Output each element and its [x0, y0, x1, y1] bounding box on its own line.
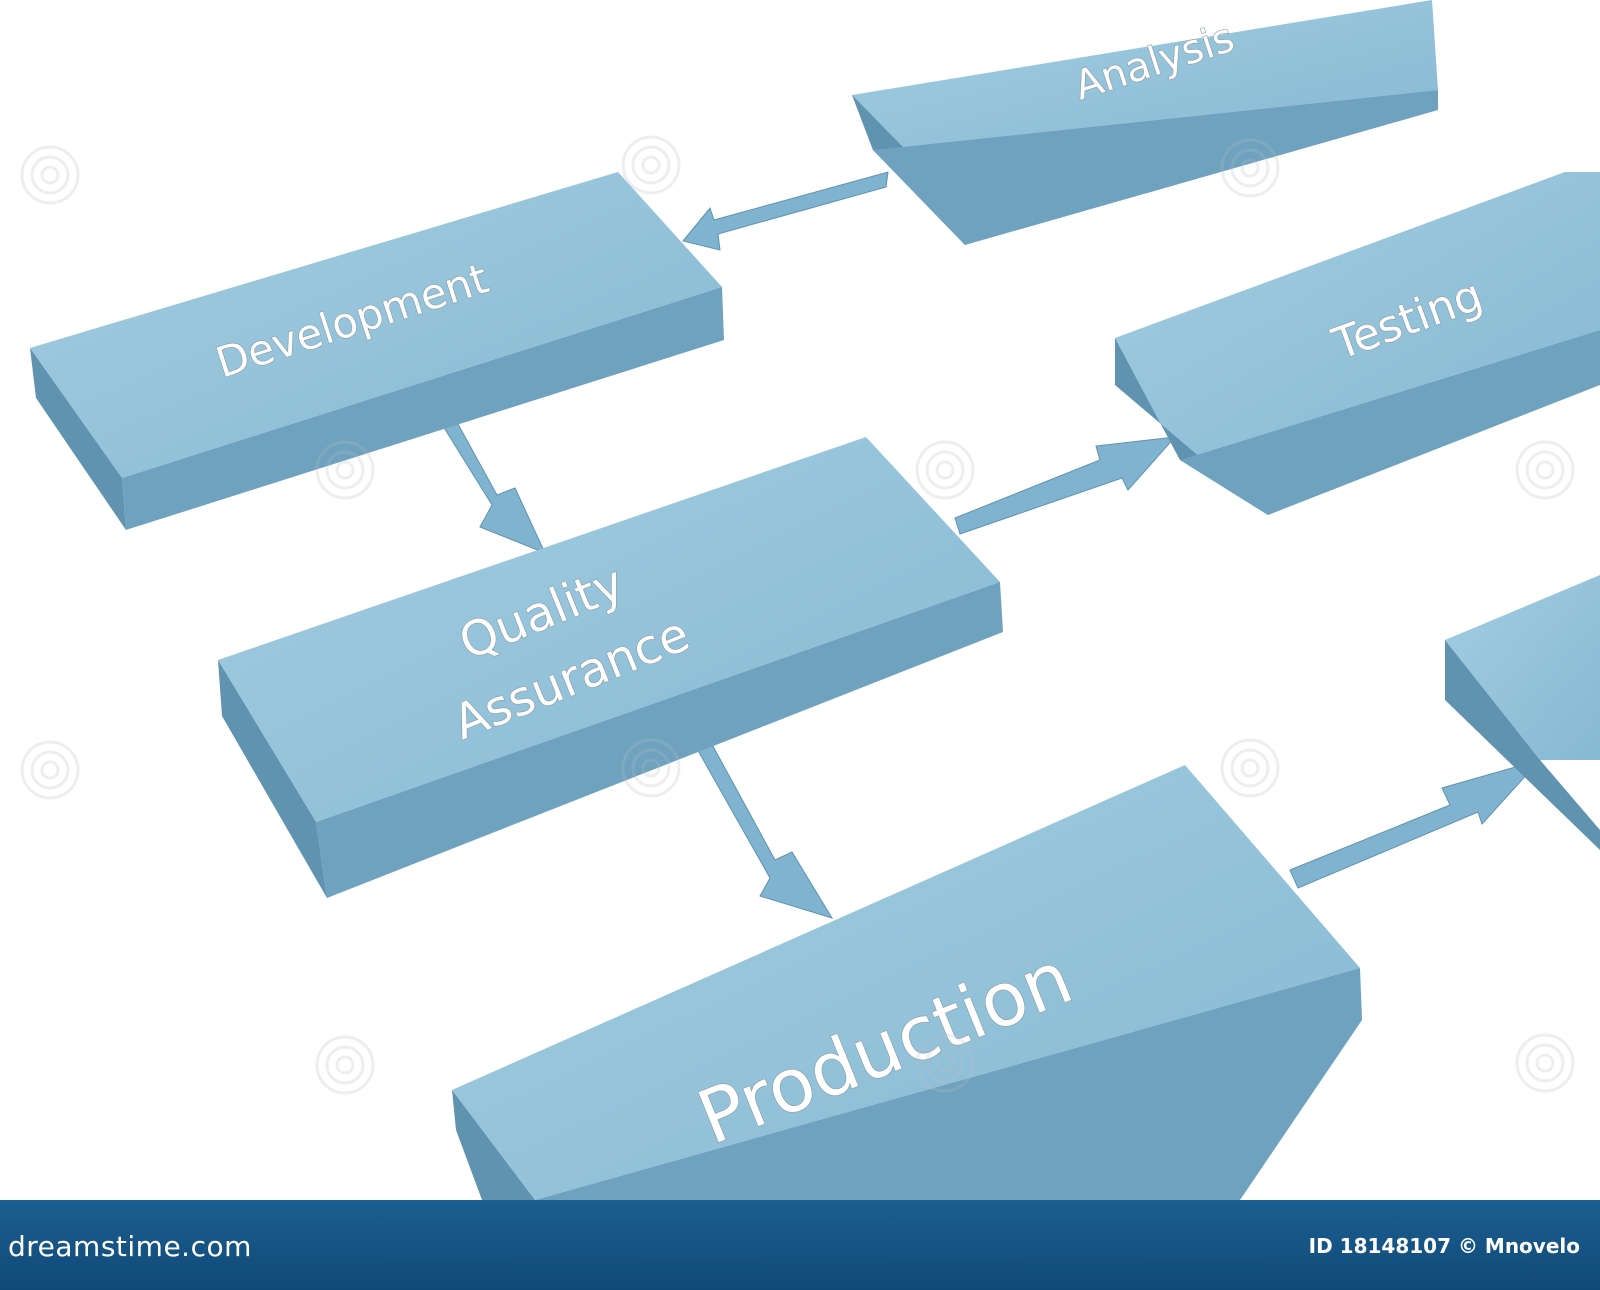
watermark-swirl-icon [1515, 1033, 1575, 1093]
box-offscreen-right [1445, 575, 1600, 850]
footer-bar: dreamstime.com ID 18148107 © Mnovelo [0, 1200, 1600, 1290]
box-testing: Testing [1115, 172, 1600, 515]
watermark-swirl-icon [1515, 440, 1575, 500]
footer-site-logo: dreamstime.com [8, 1230, 252, 1263]
watermark-swirl-icon [915, 1033, 975, 1093]
box-production: Production [452, 765, 1362, 1200]
box-analysis: Analysis [852, 0, 1438, 245]
watermark-swirl-icon [915, 440, 975, 500]
watermark-swirl-icon [315, 1035, 375, 1095]
footer-image-id: ID 18148107 © Mnovelo [1308, 1234, 1580, 1258]
arrow-production-to-offscreen [1289, 759, 1542, 889]
arrow-analysis-to-development [682, 171, 889, 251]
watermark-swirl-icon [1220, 738, 1280, 798]
arrow-qa-to-testing [954, 436, 1177, 535]
arrow-qa-to-production [684, 725, 834, 919]
watermark-swirl-icon [315, 440, 375, 500]
watermark-swirl-icon [20, 145, 80, 205]
watermark-swirl-icon [621, 135, 681, 195]
box-development: Development [30, 172, 724, 530]
box-quality-assurance: Quality Assurance [218, 437, 1003, 898]
watermark-swirl-icon [621, 738, 681, 798]
watermark-swirl-icon [1220, 138, 1280, 198]
flowchart-diagram: Analysis Development Testing Quality Ass… [20, 0, 1600, 1200]
watermark-pattern [20, 135, 1575, 1095]
watermark-swirl-icon [20, 740, 80, 800]
